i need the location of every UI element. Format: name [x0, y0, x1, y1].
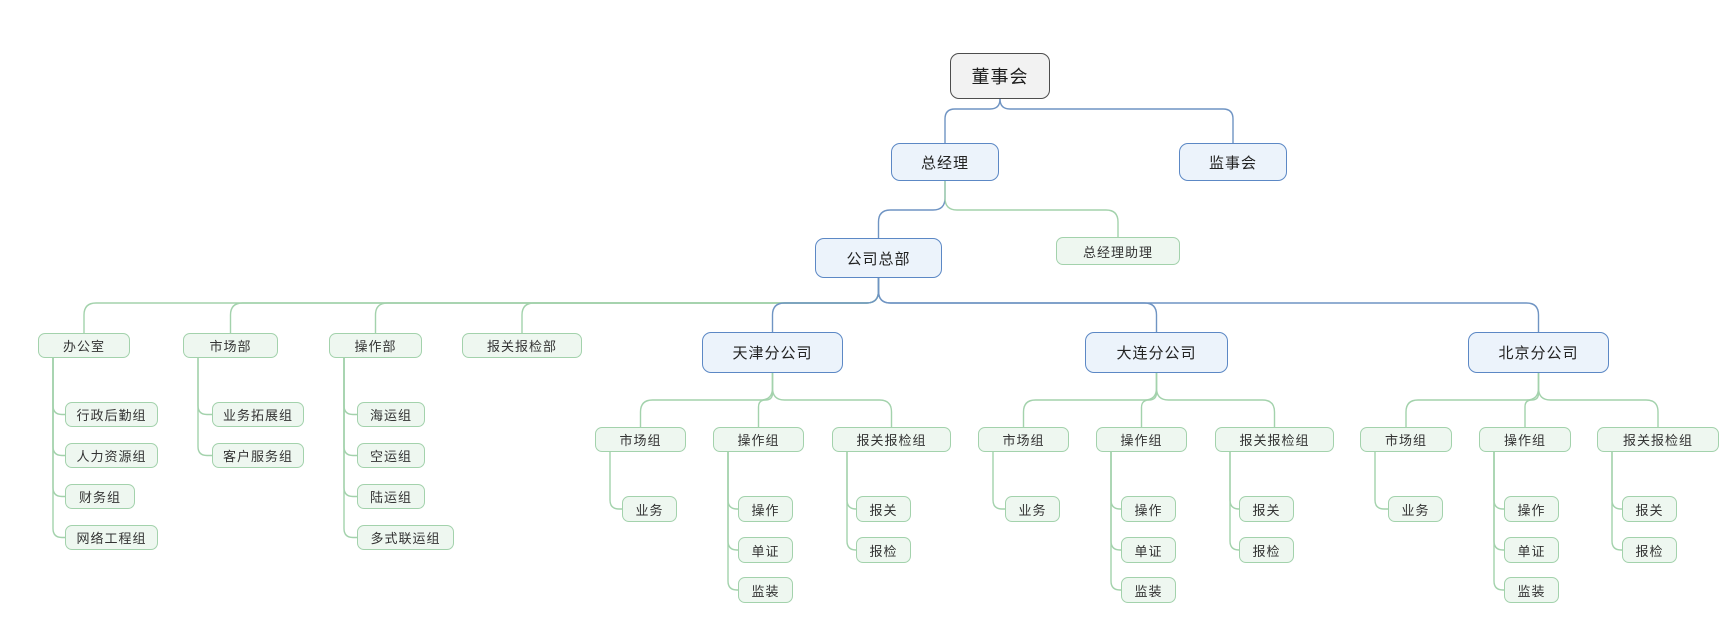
org-node-hq[interactable]: 公司总部 — [815, 238, 942, 278]
connector-office-office-admin — [52, 358, 65, 416]
org-node-board[interactable]: 董事会 — [950, 53, 1050, 99]
org-node-office-admin[interactable]: 行政后勤组 — [65, 402, 158, 427]
org-node-dl-op[interactable]: 操作 — [1121, 496, 1176, 522]
org-node-tj-insp[interactable]: 报检 — [856, 537, 911, 563]
org-node-bj-insp[interactable]: 报检 — [1622, 537, 1677, 563]
org-node-gm[interactable]: 总经理 — [891, 143, 999, 181]
connector-gm-hq — [877, 181, 946, 238]
org-node-dl-insp[interactable]: 报检 — [1239, 537, 1294, 563]
connector-tj-customs-tj-insp — [846, 452, 857, 551]
connector-beijing-bj-market — [1405, 373, 1540, 427]
org-node-dl-market[interactable]: 市场组 — [978, 427, 1069, 452]
org-node-tj-doc[interactable]: 单证 — [738, 537, 793, 563]
connector-marketing-marketing-bizdev — [197, 358, 212, 416]
connector-operations-ops-land — [343, 358, 357, 498]
connector-dl-ops-dl-doc — [1110, 452, 1121, 551]
org-node-bj-sup[interactable]: 监装 — [1504, 577, 1559, 603]
org-node-bj-decl[interactable]: 报关 — [1622, 496, 1677, 522]
org-node-dl-sup[interactable]: 监装 — [1121, 577, 1176, 603]
connector-bj-market-bj-sales — [1374, 452, 1388, 510]
connector-hq-marketing — [229, 278, 880, 333]
connector-bj-customs-bj-decl — [1611, 452, 1622, 510]
connector-dl-ops-dl-op — [1110, 452, 1121, 510]
connector-tj-ops-tj-doc — [727, 452, 738, 551]
org-node-dl-decl[interactable]: 报关 — [1239, 496, 1294, 522]
connector-hq-operations — [374, 278, 880, 333]
connector-hq-dalian — [877, 278, 1158, 332]
org-node-ops-sea[interactable]: 海运组 — [357, 402, 425, 427]
connector-board-supervisory — [999, 98, 1234, 143]
connector-tj-customs-tj-decl — [846, 452, 857, 510]
org-node-marketing-bizdev[interactable]: 业务拓展组 — [212, 402, 304, 427]
org-node-tj-op[interactable]: 操作 — [738, 496, 793, 522]
connector-operations-ops-sea — [343, 358, 357, 416]
connector-bj-ops-bj-sup — [1493, 452, 1504, 591]
org-node-marketing-custsvc[interactable]: 客户服务组 — [212, 443, 304, 468]
org-node-tj-sales[interactable]: 业务 — [622, 496, 677, 522]
org-node-bj-market[interactable]: 市场组 — [1360, 427, 1452, 452]
connector-beijing-bj-ops — [1524, 373, 1540, 427]
connector-hq-customs — [521, 278, 880, 333]
org-node-tianjin[interactable]: 天津分公司 — [702, 332, 843, 373]
org-node-tj-ops[interactable]: 操作组 — [713, 427, 804, 452]
connector-dl-market-dl-sales — [992, 452, 1005, 510]
connector-tj-market-tj-sales — [609, 452, 622, 510]
connector-dl-customs-dl-decl — [1229, 452, 1240, 510]
org-node-bj-op[interactable]: 操作 — [1504, 496, 1559, 522]
connector-marketing-marketing-custsvc — [197, 358, 212, 457]
connector-office-office-network — [52, 358, 65, 539]
org-node-office-network[interactable]: 网络工程组 — [65, 525, 158, 550]
connector-operations-ops-multimodal — [343, 358, 357, 539]
org-node-dl-ops[interactable]: 操作组 — [1096, 427, 1187, 452]
connector-tianjin-tj-ops — [757, 373, 774, 427]
org-node-supervisory[interactable]: 监事会 — [1179, 143, 1287, 181]
connector-dl-ops-dl-sup — [1110, 452, 1121, 591]
connector-tianjin-tj-customs — [771, 373, 893, 427]
org-node-operations[interactable]: 操作部 — [329, 333, 422, 358]
org-node-ops-multimodal[interactable]: 多式联运组 — [357, 525, 454, 550]
connector-hq-office — [83, 278, 880, 333]
connector-dalian-dl-ops — [1140, 373, 1158, 427]
org-node-bj-customs[interactable]: 报关报检组 — [1597, 427, 1719, 452]
connector-beijing-bj-customs — [1537, 373, 1659, 427]
org-node-office-hr[interactable]: 人力资源组 — [65, 443, 158, 468]
connector-gm-gm-assistant — [944, 181, 1119, 237]
org-node-dalian[interactable]: 大连分公司 — [1085, 332, 1228, 373]
connector-tj-ops-tj-sup — [727, 452, 738, 591]
connector-board-gm — [944, 98, 1001, 143]
org-node-bj-sales[interactable]: 业务 — [1388, 496, 1443, 522]
org-node-ops-air[interactable]: 空运组 — [357, 443, 425, 468]
connector-dalian-dl-market — [1022, 373, 1158, 427]
org-node-tj-sup[interactable]: 监装 — [738, 577, 793, 603]
org-node-marketing[interactable]: 市场部 — [183, 333, 278, 358]
connector-office-office-hr — [52, 358, 65, 457]
org-node-customs[interactable]: 报关报检部 — [462, 333, 582, 358]
org-node-tj-decl[interactable]: 报关 — [856, 496, 911, 522]
connector-dalian-dl-customs — [1155, 373, 1276, 427]
connector-bj-customs-bj-insp — [1611, 452, 1622, 551]
org-node-bj-doc[interactable]: 单证 — [1504, 537, 1559, 563]
connector-dl-customs-dl-insp — [1229, 452, 1240, 551]
org-node-office[interactable]: 办公室 — [38, 333, 130, 358]
connector-office-office-finance — [52, 358, 65, 498]
connector-tj-ops-tj-op — [727, 452, 738, 510]
connector-operations-ops-air — [343, 358, 357, 457]
connector-hq-beijing — [877, 278, 1540, 332]
org-node-tj-market[interactable]: 市场组 — [595, 427, 686, 452]
connector-bj-ops-bj-doc — [1493, 452, 1504, 551]
org-node-gm-assistant[interactable]: 总经理助理 — [1056, 237, 1180, 265]
org-node-bj-ops[interactable]: 操作组 — [1479, 427, 1571, 452]
connector-tianjin-tj-market — [639, 373, 774, 427]
org-node-beijing[interactable]: 北京分公司 — [1468, 332, 1609, 373]
org-node-dl-doc[interactable]: 单证 — [1121, 537, 1176, 563]
connector-hq-tianjin — [771, 278, 880, 332]
connector-bj-ops-bj-op — [1493, 452, 1504, 510]
org-node-tj-customs[interactable]: 报关报检组 — [832, 427, 951, 452]
org-node-dl-customs[interactable]: 报关报检组 — [1215, 427, 1334, 452]
org-node-office-finance[interactable]: 财务组 — [65, 484, 135, 509]
org-node-dl-sales[interactable]: 业务 — [1005, 496, 1060, 522]
org-node-ops-land[interactable]: 陆运组 — [357, 484, 425, 509]
